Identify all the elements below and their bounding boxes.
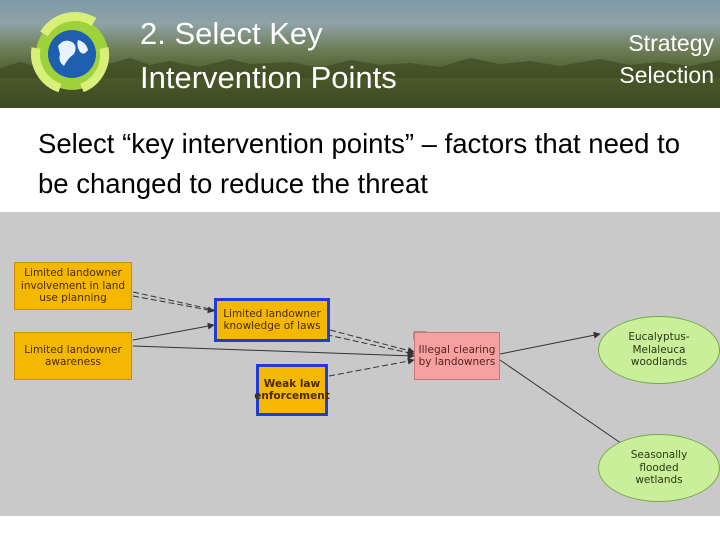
key-intervention-point-box[interactable]: Weak law enforcement: [254, 364, 330, 416]
intro-text: Select “key intervention points” – facto…: [38, 128, 681, 199]
header-banner: 2. Select Key Intervention Points Strate…: [0, 0, 720, 108]
link-threat-to-wetlands: [499, 359, 629, 449]
target-oval[interactable]: Seasonally flooded wetlands: [598, 434, 720, 502]
title-line-1: 2. Select Key: [140, 16, 323, 51]
link-awareness-to-knowledge: [132, 322, 215, 341]
target-label: Seasonally flooded wetlands: [630, 449, 688, 487]
target-oval[interactable]: Eucalyptus-Melaleuca woodlands: [598, 316, 720, 384]
link-enforcement-to-threat: [328, 357, 415, 377]
section-line-2: Selection: [619, 62, 714, 88]
section-label: Strategy Selection: [619, 27, 714, 91]
section-line-1: Strategy: [628, 30, 714, 56]
threat-label: Illegal clearing by landowners: [418, 343, 496, 369]
link-awareness-to-threat: [132, 345, 415, 360]
direct-threat-box[interactable]: Illegal clearing by landowners: [414, 332, 500, 380]
factor-label: Limited landowner involvement in land us…: [20, 267, 126, 305]
factor-label: Weak law enforcement: [254, 377, 330, 403]
link-involvement-to-threat: [132, 291, 415, 357]
link-knowledge-to-threat: [329, 329, 415, 354]
factor-label: Limited landowner awareness: [24, 343, 122, 369]
factor-label: Limited landowner knowledge of laws: [223, 307, 321, 333]
slide-title: 2. Select Key Intervention Points: [140, 12, 397, 100]
factor-box[interactable]: Limited landowner awareness: [14, 332, 132, 380]
globe-logo-icon: [31, 12, 110, 93]
tree-silhouette: [0, 56, 720, 78]
key-intervention-point-box[interactable]: Limited landowner knowledge of laws: [214, 298, 330, 342]
target-label: Eucalyptus-Melaleuca woodlands: [628, 331, 690, 369]
factor-box[interactable]: Limited landowner involvement in land us…: [14, 262, 132, 310]
link-involvement-to-knowledge: [132, 295, 215, 314]
title-line-2: Intervention Points: [140, 60, 397, 95]
link-threat-to-woodlands: [499, 331, 601, 355]
conceptual-model-diagram: Limited landowner involvement in land us…: [0, 212, 720, 516]
